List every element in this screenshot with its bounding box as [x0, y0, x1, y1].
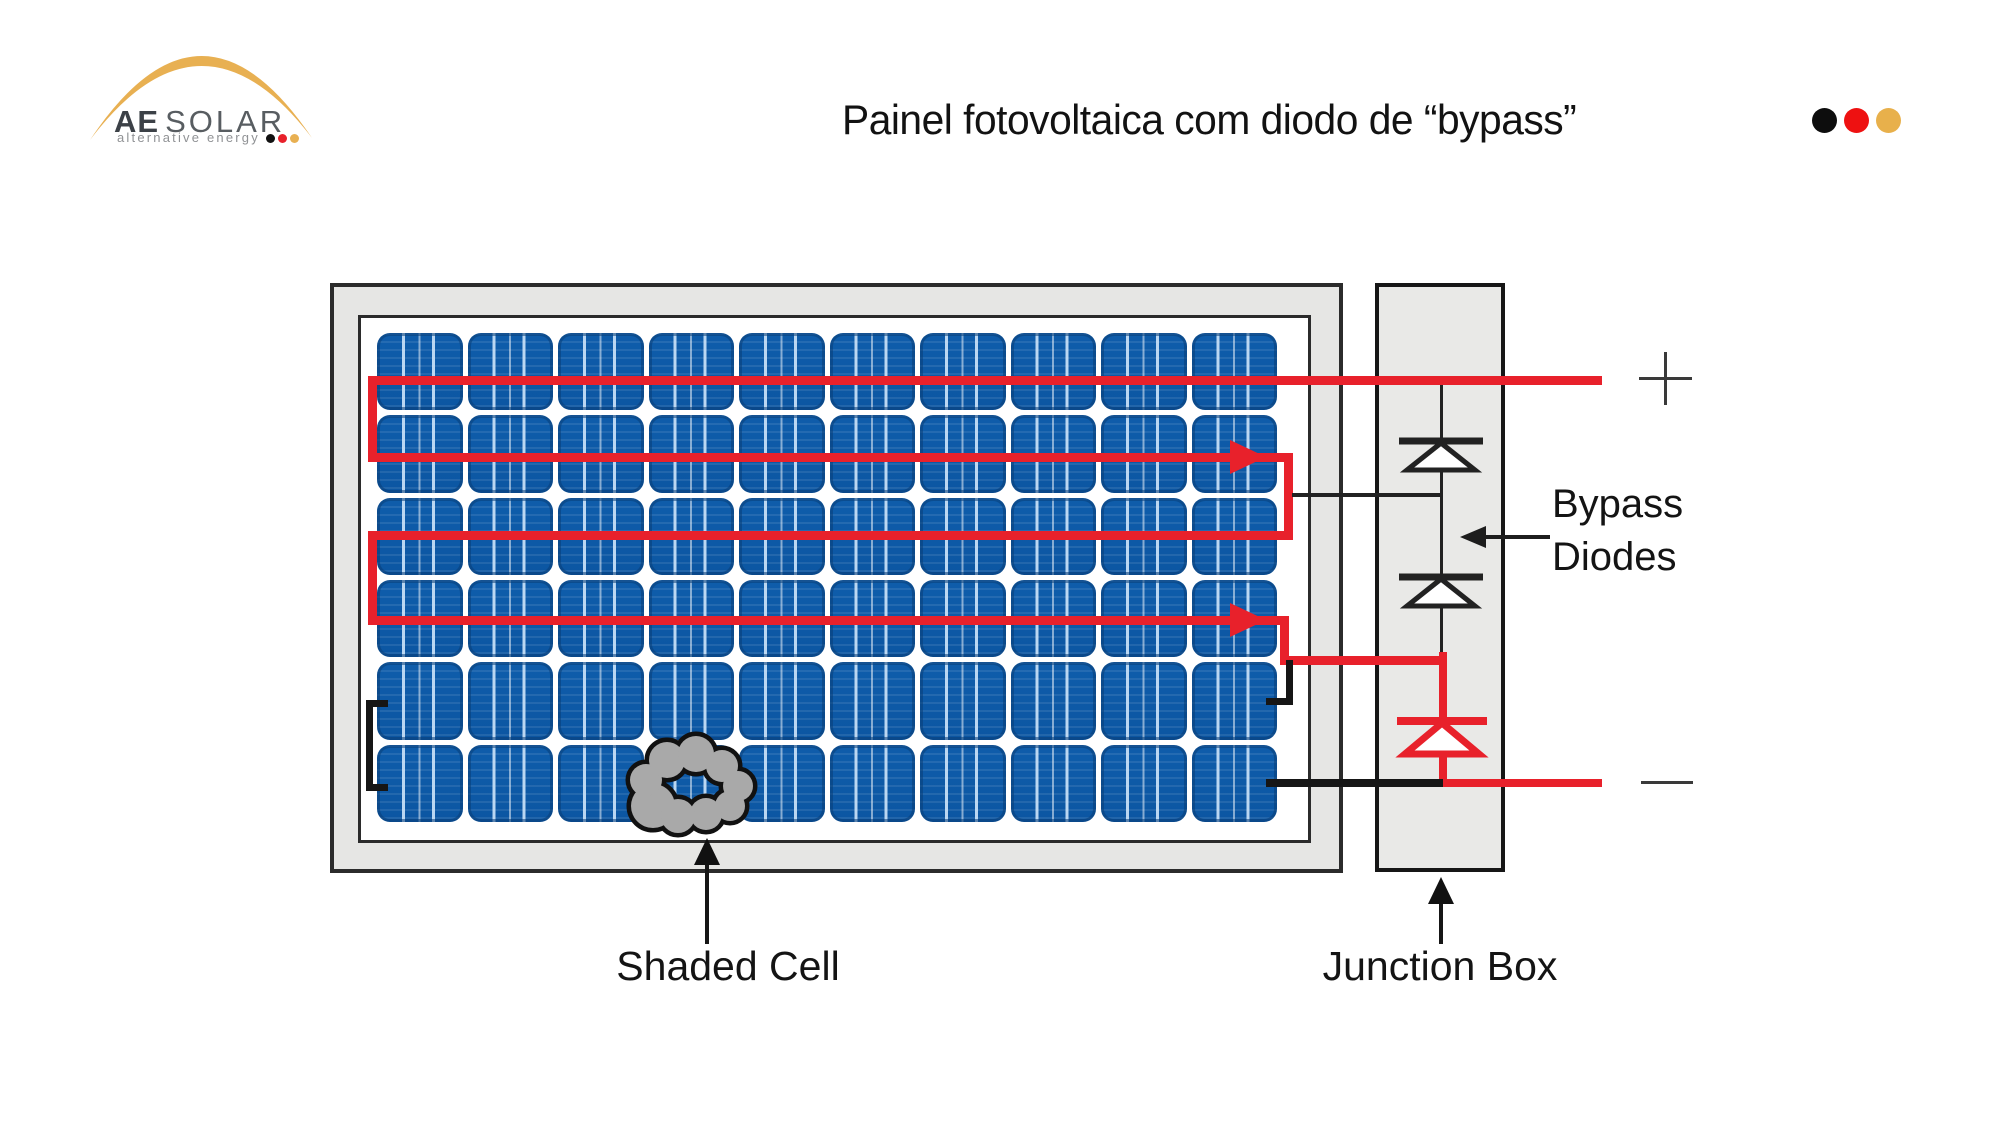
logo-tagline: alternative energy: [117, 130, 260, 145]
string1-left-bracket: [368, 376, 377, 462]
solar-cell: [1010, 662, 1096, 740]
bypass-label-line1: Bypass: [1552, 482, 1684, 526]
string1-tap-wire: [1292, 493, 1442, 497]
string2-right-bracket: [1280, 616, 1289, 665]
solar-cell: [1101, 744, 1187, 822]
solar-cell: [829, 662, 915, 740]
junction-box-label: Junction Box: [1322, 943, 1558, 989]
string2-tap-wire: [1284, 656, 1447, 665]
solar-cell: [467, 333, 553, 411]
solar-cell: [377, 662, 463, 740]
solar-cell: [739, 662, 825, 740]
solar-cell: [1191, 744, 1277, 822]
junction-box-arrow-icon: [1428, 877, 1454, 904]
string3-left-stub-top: [366, 700, 388, 707]
solar-cell: [377, 744, 463, 822]
solar-cell: [1101, 333, 1187, 411]
solar-cell: [648, 662, 734, 740]
string3-left-bracket: [366, 700, 373, 791]
bypass-arrow-line: [1486, 535, 1550, 539]
slide-title: Painel fotovoltaica com diodo de “bypass…: [842, 96, 1577, 143]
corner-dot-gold-icon: [1876, 108, 1901, 133]
logo-dot-gold: [289, 134, 299, 143]
solar-cell: [467, 744, 553, 822]
shading-cloud-icon: [620, 726, 766, 842]
current-arrow-1-icon: [1230, 440, 1266, 474]
solar-cell: [1191, 333, 1277, 411]
cell-grid: [377, 333, 1277, 822]
solar-cell: [920, 333, 1006, 411]
string2-left-bracket: [368, 531, 377, 625]
diode-chain-wire: [1440, 382, 1443, 658]
solar-cell: [1191, 662, 1277, 740]
current-arrow-2-icon: [1230, 603, 1266, 637]
junction-box-arrow-line: [1439, 897, 1443, 944]
solar-cell: [648, 333, 734, 411]
logo-dot-red: [277, 134, 287, 143]
string3-left-stub-bottom: [366, 784, 388, 791]
logo-brand-secondary: SOLAR: [165, 104, 286, 139]
positive-wire: [372, 376, 1602, 385]
bypass-diode-3-active: [1395, 717, 1489, 758]
solar-cell: [1101, 662, 1187, 740]
solar-cell: [558, 333, 644, 411]
logo-dot-black: [265, 134, 275, 143]
bypass-label-line2: Diodes: [1552, 535, 1677, 579]
string3-entry-stub-h: [1266, 698, 1293, 705]
bypass-diode-2: [1399, 573, 1483, 609]
solar-cell: [920, 744, 1006, 822]
string2-return-wire: [372, 616, 1288, 625]
solar-cell: [1010, 333, 1096, 411]
shaded-cell-arrow-icon: [694, 838, 720, 865]
bypass-diode-1: [1399, 437, 1483, 473]
solar-cell: [829, 744, 915, 822]
shaded-cell-label: Shaded Cell: [616, 943, 840, 989]
solar-cell: [1010, 744, 1096, 822]
solar-cell: [467, 662, 553, 740]
bypass-arrow-icon: [1460, 526, 1486, 548]
logo-brand-primary: AE: [114, 104, 160, 139]
string3-entry-stub-v: [1286, 660, 1293, 705]
negative-wire-out: [1443, 779, 1602, 787]
solar-cell: [829, 333, 915, 411]
solar-cell: [739, 333, 825, 411]
string1-right-bracket: [1284, 453, 1293, 540]
logo-arc-icon: [90, 55, 312, 140]
corner-dot-red-icon: [1844, 108, 1869, 133]
shaded-cell-arrow-line: [705, 860, 709, 944]
logo-tagline-row: alternative energy: [117, 130, 299, 145]
solar-cell: [558, 662, 644, 740]
string1-return-wire: [372, 453, 1293, 462]
corner-dot-black-icon: [1812, 108, 1837, 133]
negative-wire-panel: [1266, 779, 1443, 787]
string2-wire: [372, 531, 1293, 540]
solar-cell: [920, 662, 1006, 740]
solar-cell: [377, 333, 463, 411]
